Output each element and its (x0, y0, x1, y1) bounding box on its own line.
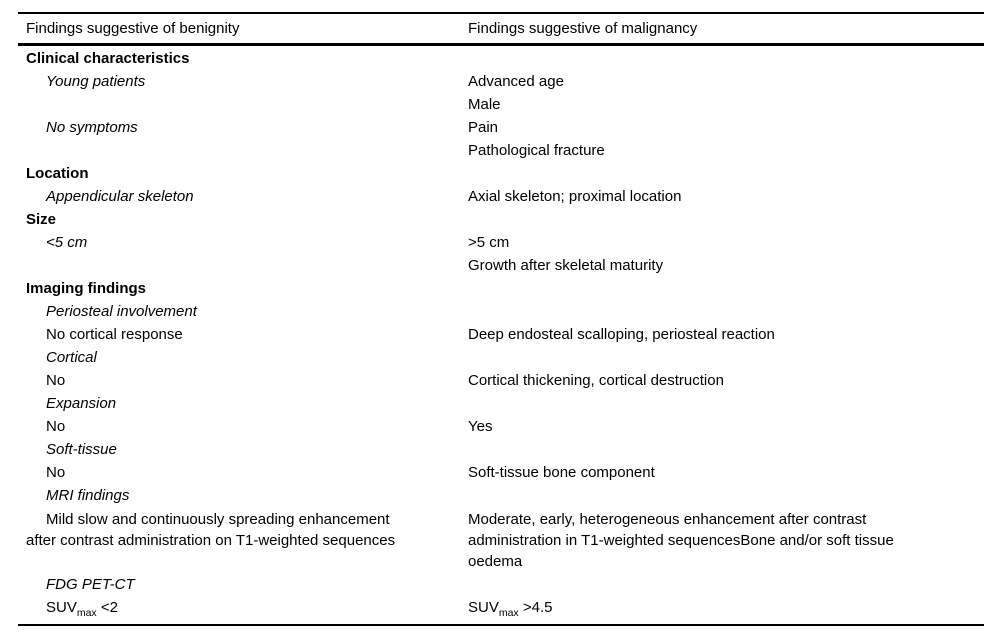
malignancy-value: Yes (468, 418, 493, 435)
header-separator-rule (18, 43, 984, 46)
row-appendicular-skeleton: Appendicular skeleton Axial skeleton; pr… (18, 185, 984, 208)
subsection-label: MRI findings (46, 487, 130, 504)
suv-prefix: SUV (46, 599, 77, 616)
benignity-value: Appendicular skeleton (46, 188, 194, 205)
benignity-suv-value: SUVmax <2 (26, 596, 468, 619)
section-label: Clinical characteristics (26, 50, 190, 67)
subsection-label: Soft-tissue (46, 441, 117, 458)
malignancy-value: Male (468, 96, 501, 113)
row-imaging-findings: Imaging findings (18, 277, 984, 300)
malignancy-suv-value: SUVmax >4.5 (468, 596, 948, 619)
malignancy-value: Deep endosteal scalloping, periosteal re… (468, 326, 775, 343)
table-body: Clinical characteristics Young patients … (18, 46, 984, 624)
row-periosteal-involvement: Periosteal involvement (18, 300, 984, 323)
section-label: Imaging findings (26, 280, 146, 297)
malignancy-value: Cortical thickening, cortical destructio… (468, 372, 724, 389)
section-label: Size (26, 211, 57, 228)
malignancy-value: >5 cm (468, 234, 510, 251)
suv-subscript: max (498, 607, 519, 619)
subsection-label: FDG PET-CT (46, 576, 135, 593)
header-malignancy: Findings suggestive of malignancy (468, 20, 698, 37)
row-mri-findings: MRI findings (18, 484, 984, 507)
suv-threshold: <2 (96, 599, 118, 616)
row-soft-tissue: Soft-tissue (18, 438, 984, 461)
malignancy-value: Soft-tissue bone component (468, 464, 655, 481)
benignity-value: No (46, 372, 66, 389)
bottom-rule (18, 624, 984, 626)
benignity-value: No symptoms (46, 119, 138, 136)
row-size: Size (18, 208, 984, 231)
benignity-value: No cortical response (46, 326, 183, 343)
table-header-row: Findings suggestive of benignity Finding… (18, 14, 984, 43)
row-male: Male (18, 93, 984, 116)
row-young-patients: Young patients Advanced age (18, 70, 984, 93)
suv-prefix: SUV (468, 599, 499, 616)
malignancy-value: Advanced age (468, 73, 564, 90)
malignancy-value: Growth after skeletal maturity (468, 257, 664, 274)
row-expansion: Expansion (18, 392, 984, 415)
row-cortical: Cortical (18, 346, 984, 369)
row-soft-tissue-answer: No Soft-tissue bone component (18, 461, 984, 484)
row-cortical-answer: No Cortical thickening, cortical destruc… (18, 369, 984, 392)
row-clinical-characteristics: Clinical characteristics (18, 47, 984, 70)
benignity-value: Young patients (46, 73, 146, 90)
comparison-table: Findings suggestive of benignity Finding… (18, 12, 984, 626)
row-pathological-fracture: Pathological fracture (18, 139, 984, 162)
row-suv-max: SUVmax <2 SUVmax >4.5 (18, 596, 984, 619)
subsection-label: Expansion (46, 395, 117, 412)
subsection-label: Cortical (46, 349, 97, 366)
row-no-symptoms: No symptoms Pain (18, 116, 984, 139)
malignancy-value: Pain (468, 119, 499, 136)
suv-threshold: >4.5 (518, 599, 553, 616)
top-rule (18, 12, 984, 14)
row-expansion-answer: No Yes (18, 415, 984, 438)
benignity-value: Mild slow and continuously spreading enh… (26, 511, 396, 549)
row-cortical-response: No cortical response Deep endosteal scal… (18, 323, 984, 346)
malignancy-value: Axial skeleton; proximal location (468, 188, 682, 205)
row-growth-after-maturity: Growth after skeletal maturity (18, 254, 984, 277)
row-size-threshold: <5 cm >5 cm (18, 231, 984, 254)
row-mri-enhancement: Mild slow and continuously spreading enh… (18, 507, 984, 573)
malignancy-value: Pathological fracture (468, 142, 605, 159)
benignity-value: No (46, 464, 66, 481)
header-benignity: Findings suggestive of benignity (26, 20, 240, 37)
malignancy-value: Moderate, early, heterogeneous enhanceme… (468, 511, 894, 570)
benignity-value: No (46, 418, 66, 435)
row-fdg-pet-ct: FDG PET-CT (18, 573, 984, 596)
row-location: Location (18, 162, 984, 185)
benignity-value: <5 cm (46, 234, 88, 251)
subsection-label: Periosteal involvement (46, 303, 197, 320)
suv-subscript: max (76, 607, 97, 619)
section-label: Location (26, 165, 89, 182)
